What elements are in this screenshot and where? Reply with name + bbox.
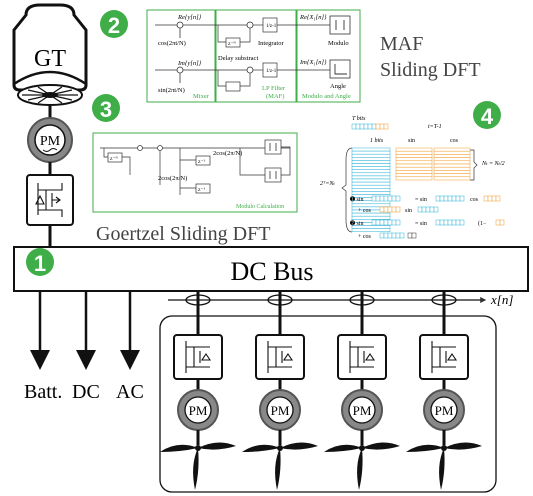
gas-turbine: GT bbox=[12, 3, 88, 106]
svg-text:t=T-1: t=T-1 bbox=[428, 124, 442, 130]
svg-text:z⁻¹: z⁻¹ bbox=[198, 159, 205, 165]
propeller-icon bbox=[406, 442, 482, 490]
svg-text:+ cos: + cos bbox=[358, 208, 372, 214]
propulsion-unit: PM bbox=[160, 291, 236, 490]
propulsion-units: PM PM PM PM bbox=[160, 291, 482, 490]
pm-motor-label: PM bbox=[189, 403, 208, 418]
svg-text:2ᵀ=Nₜ: 2ᵀ=Nₜ bbox=[320, 181, 335, 187]
dc-label: DC bbox=[72, 381, 100, 403]
propeller-icon bbox=[242, 442, 318, 490]
svg-text:2cos(2π/N): 2cos(2π/N) bbox=[158, 175, 187, 182]
badge-1: 1 bbox=[26, 248, 54, 276]
svg-text:Nₜ = Nₜ/2: Nₜ = Nₜ/2 bbox=[481, 161, 505, 167]
propulsion-unit: PM bbox=[406, 291, 482, 490]
svg-text:Modulo and Angle: Modulo and Angle bbox=[302, 93, 351, 100]
propulsion-unit: PM bbox=[242, 291, 318, 490]
svg-text:T bits: T bits bbox=[352, 116, 366, 122]
svg-text:Im{y[n]}: Im{y[n]} bbox=[177, 60, 202, 67]
svg-text:z⁻ᴺ: z⁻ᴺ bbox=[228, 41, 236, 47]
converter-left bbox=[26, 174, 74, 226]
pm-generator: PM bbox=[27, 117, 73, 163]
badge-2: 2 bbox=[100, 10, 128, 38]
svg-text:3: 3 bbox=[100, 97, 112, 122]
svg-text:Integrator: Integrator bbox=[258, 40, 284, 47]
svg-text:LP Filter: LP Filter bbox=[262, 85, 286, 92]
inverter-icon bbox=[419, 334, 469, 380]
svg-text:1/z-1: 1/z-1 bbox=[266, 24, 277, 29]
badge-3: 3 bbox=[92, 94, 120, 122]
svg-text:(1−: (1− bbox=[478, 220, 487, 227]
svg-text:= sin: = sin bbox=[415, 197, 427, 203]
pm-motor-label: PM bbox=[271, 403, 290, 418]
svg-text:Modulo: Modulo bbox=[328, 40, 349, 47]
svg-text:Re{y[n]}: Re{y[n]} bbox=[177, 14, 202, 21]
badge-4: 4 bbox=[473, 101, 501, 129]
maf-title-2: Sliding DFT bbox=[380, 59, 481, 81]
load-arrows bbox=[30, 291, 140, 370]
dc-bus: DC Bus bbox=[13, 246, 529, 292]
svg-text:+ cos: + cos bbox=[358, 234, 372, 240]
svg-text:4: 4 bbox=[481, 104, 494, 129]
goertzel-title: Goertzel Sliding DFT bbox=[96, 223, 270, 245]
svg-text:sin: sin bbox=[408, 138, 415, 144]
ac-label: AC bbox=[116, 381, 144, 403]
gt-label: GT bbox=[34, 46, 66, 72]
svg-text:2cos(2π/N): 2cos(2π/N) bbox=[213, 150, 242, 157]
memory-word-top bbox=[351, 123, 389, 130]
current-sensor-icon bbox=[267, 294, 293, 306]
propeller-icon bbox=[160, 442, 236, 490]
svg-text:cos: cos bbox=[470, 197, 479, 203]
svg-text:Angle: Angle bbox=[330, 83, 346, 90]
svg-text:sin: sin bbox=[405, 208, 412, 214]
inverter-icon bbox=[337, 334, 387, 380]
pm-motor-label: PM bbox=[435, 403, 454, 418]
svg-text:z⁻ᴺ: z⁻ᴺ bbox=[110, 156, 118, 162]
propulsion-group bbox=[159, 315, 497, 493]
memory-orange-bank bbox=[395, 147, 471, 181]
pm-label: PM bbox=[40, 134, 61, 149]
svg-text:2: 2 bbox=[108, 13, 120, 38]
svg-text:Re{X₁[n]}: Re{X₁[n]} bbox=[299, 14, 327, 21]
svg-text:cos: cos bbox=[450, 138, 459, 144]
dc-bus-label: DC Bus bbox=[230, 257, 313, 286]
svg-text:➋ sin: ➋ sin bbox=[350, 220, 364, 227]
propulsion-unit: PM bbox=[324, 291, 400, 490]
svg-text:Delay substract: Delay substract bbox=[218, 55, 258, 62]
maf-block: Mixer LP Filter (MAF) Modulo and Angle R… bbox=[146, 9, 361, 103]
current-sensor-icon bbox=[431, 294, 457, 306]
svg-text:Im{X₁[n]}: Im{X₁[n]} bbox=[299, 59, 327, 66]
pm-motor-label: PM bbox=[353, 403, 372, 418]
svg-text:1: 1 bbox=[34, 251, 46, 276]
svg-text:(MAF): (MAF) bbox=[266, 93, 284, 100]
maf-title-1: MAF bbox=[380, 33, 423, 55]
svg-text:sin(2πt/N): sin(2πt/N) bbox=[158, 87, 185, 94]
svg-text:cos(2πt/N): cos(2πt/N) bbox=[158, 40, 186, 47]
svg-text:➊ sin: ➊ sin bbox=[350, 196, 364, 203]
propeller-icon bbox=[324, 442, 400, 490]
batt-label: Batt. bbox=[24, 381, 62, 403]
memory-block: T bits 1 bits t=T-1 sin cos 2ᵀ=Nₜ Nₜ = N… bbox=[320, 116, 505, 240]
goertzel-block: Modulo Calculation z⁻ᴺ z⁻¹ z⁻¹ 2cos(2π/N… bbox=[92, 132, 298, 213]
current-sensor-icon bbox=[185, 294, 211, 306]
turbine-fan-icon bbox=[17, 84, 83, 106]
inverter-icon bbox=[173, 334, 223, 380]
inverter-icon bbox=[255, 334, 305, 380]
svg-text:z⁻¹: z⁻¹ bbox=[198, 187, 205, 193]
memory-blue-bank bbox=[351, 147, 391, 232]
svg-text:Modulo Calculation: Modulo Calculation bbox=[236, 204, 284, 210]
current-sensor-icon bbox=[349, 294, 375, 306]
lpf-box bbox=[215, 9, 297, 103]
signal-label: x[n] bbox=[490, 292, 513, 307]
svg-text:= sin: = sin bbox=[415, 221, 427, 227]
mod-box bbox=[296, 9, 361, 103]
svg-text:1/z-1: 1/z-1 bbox=[266, 69, 277, 74]
mixer-box bbox=[146, 9, 216, 103]
svg-text:Mixer: Mixer bbox=[193, 93, 210, 100]
equation-bit-cells bbox=[371, 195, 505, 239]
svg-text:1 bits: 1 bits bbox=[370, 138, 384, 144]
